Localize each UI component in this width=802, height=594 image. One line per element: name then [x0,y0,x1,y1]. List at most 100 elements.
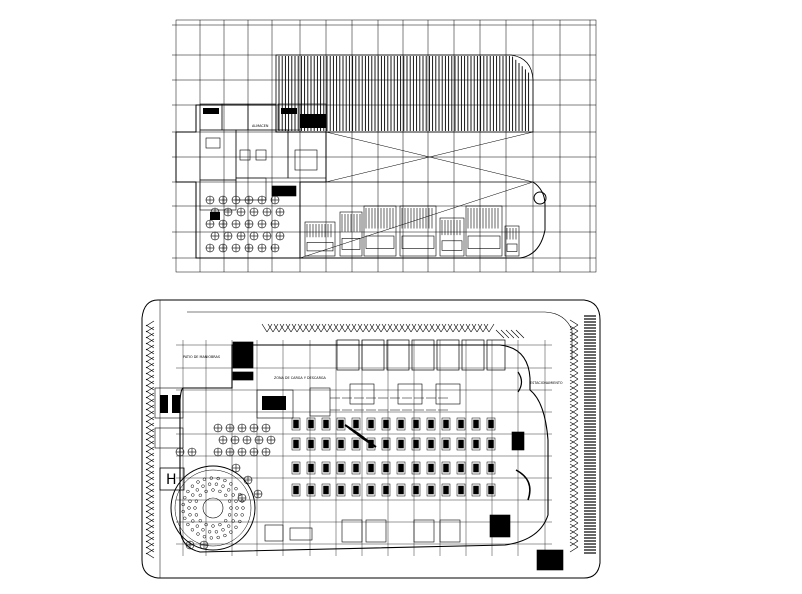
stall-fill [338,485,344,495]
parking-stall-line [569,474,579,481]
parking-stall-line [285,323,292,333]
parking-stall-line [569,402,579,409]
parking-stall-line [569,372,579,379]
stall-fill [338,419,344,429]
parking-stall-line [261,323,268,333]
parking-stall-line [314,323,321,333]
upper-open-space-diagonals [299,131,534,259]
parking-stall-line [145,338,155,345]
seat-icon [234,513,238,517]
stall-fill [383,419,389,429]
stall-fill [428,439,434,449]
parking-stall-line [145,440,155,447]
parking-stall-line [145,342,155,349]
parking-stall-line [145,458,155,465]
seat-icon [221,528,225,532]
parking-stall-line [569,396,579,403]
stall-unit [306,437,316,451]
stall-unit [456,483,466,497]
seat-icon [234,525,238,529]
parking-stall-line [482,323,489,333]
parking-stall-line [145,510,155,517]
parking-stall-line [569,415,579,422]
stall-fill [458,463,464,473]
seat-icon [198,519,202,523]
parking-stall-line [333,323,340,333]
stall-fill [353,485,359,495]
stall-fill [443,419,449,429]
seat-icon [191,493,195,497]
seat-icon [209,536,213,540]
parking-stall-line [483,323,490,333]
parking-stall-line [464,323,471,333]
parking-stall-line [569,439,579,446]
parking-stall-line [434,323,441,333]
stall-fill [458,419,464,429]
parking-stall-line [569,438,579,445]
parking-stall-line [145,512,155,519]
stall-unit [456,417,466,431]
stall-unit [471,417,481,431]
parking-stall-line [569,348,579,355]
parking-stall-line [145,348,155,355]
seat-icon [194,499,199,503]
parking-stall-line [569,414,579,421]
parking-stall-line [145,432,155,439]
parking-stall-line [569,486,579,493]
parking-stall-line [363,323,370,333]
stall-fill [293,419,299,429]
parking-stall-line [569,426,579,433]
parking-stall-line [392,323,399,333]
parking-stall-line [569,408,579,415]
stall-unit [306,417,316,431]
stall-unit [441,437,451,451]
seat-icon [181,502,185,507]
seat-icon [196,532,200,536]
stall-unit [426,483,436,497]
stall-unit [471,483,481,497]
parking-stall-line [569,540,579,547]
parking-stall-line [266,323,273,333]
stall-fill [323,463,329,473]
parking-stall-line [309,323,316,333]
parking-stall-line [145,374,155,381]
parking-stall-line [145,404,155,411]
parking-stall-line [368,323,375,333]
parking-stall-line [145,330,155,337]
stall-fill [488,419,494,429]
parking-stall-line [569,432,579,439]
stall-unit [486,417,496,431]
parking-stall-line [145,516,155,523]
parking-stall-line [145,336,155,343]
seat-icon [229,482,233,486]
seat-icon [238,519,242,524]
parking-stall-line [569,529,579,536]
parking-stall-line [569,379,579,386]
stall-unit [381,417,391,431]
parking-stall-line [375,323,382,333]
parking-stall-line [569,523,579,530]
stall-unit [471,461,481,475]
seat-icon [195,524,199,528]
parking-stall-line [495,329,505,339]
seat-icon [188,513,192,517]
stall-unit [396,461,406,475]
stall-fill [398,463,404,473]
parking-stall-line [569,516,579,523]
parking-stall-line [477,323,484,333]
parking-stall-line [569,480,579,487]
parking-stall-line [145,492,155,499]
parking-stall-line [315,323,322,333]
parking-stall-line [296,323,303,333]
parking-stall-line [569,481,579,488]
stall-unit [306,483,316,497]
stall-unit [486,461,496,475]
parking-stall-line [387,323,394,333]
stall-unit [441,461,451,475]
seat-icon [216,535,220,540]
parking-stall-line [345,323,352,333]
seat-icon [198,493,202,497]
parking-stall-line [447,323,454,333]
stall-fill [338,439,344,449]
market-stand-block [399,205,437,257]
